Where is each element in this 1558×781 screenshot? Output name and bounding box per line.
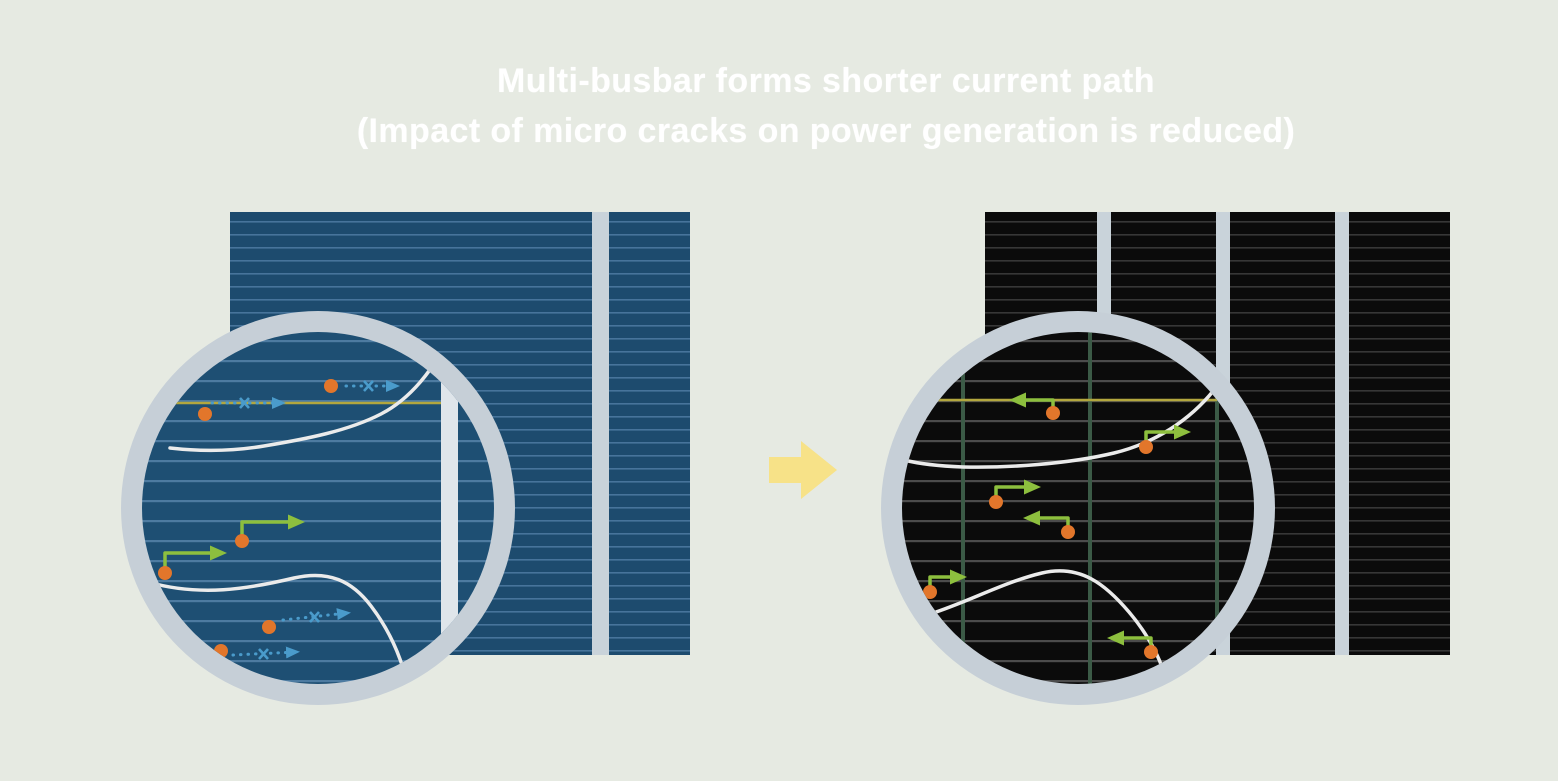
electron-dot bbox=[324, 379, 338, 393]
electron-dot bbox=[1061, 525, 1075, 539]
electron-dot bbox=[1046, 406, 1060, 420]
micro-crack-upper bbox=[168, 332, 455, 453]
blocked-current-path bbox=[198, 397, 286, 421]
blocked-x-mark bbox=[258, 648, 269, 660]
current-path-arrow bbox=[989, 479, 1041, 509]
transition-arrow-icon bbox=[769, 441, 837, 499]
electron-dot bbox=[158, 566, 172, 580]
blocked-x-mark bbox=[239, 397, 250, 409]
figure-title: Multi-busbar forms shorter current path … bbox=[357, 56, 1295, 156]
current-path-arrow bbox=[1009, 392, 1060, 420]
electron-dot bbox=[989, 495, 1003, 509]
electron-dot bbox=[262, 620, 276, 634]
current-path-arrow bbox=[235, 514, 305, 548]
blocked-current-path bbox=[324, 379, 400, 393]
blocked-x-mark bbox=[309, 611, 320, 623]
electron-dot bbox=[1139, 440, 1153, 454]
current-path-arrow bbox=[1107, 630, 1158, 659]
right-magnifier-lens bbox=[902, 332, 1254, 684]
blocked-x-mark bbox=[363, 380, 374, 392]
electron-dot bbox=[1144, 645, 1158, 659]
current-path-arrow bbox=[158, 545, 227, 580]
left-magnifier-content bbox=[146, 332, 458, 684]
electron-dot bbox=[923, 585, 937, 599]
magnified-busbar bbox=[441, 332, 458, 684]
figure-title-line1: Multi-busbar forms shorter current path bbox=[497, 62, 1155, 100]
left-magnifier bbox=[121, 311, 515, 705]
left-magnifier-lens bbox=[142, 332, 494, 684]
electron-dot bbox=[198, 407, 212, 421]
figure-title-line2: (Impact of micro cracks on power generat… bbox=[356, 112, 1296, 150]
right-magnifier-content bbox=[902, 332, 1219, 684]
right-magnifier bbox=[881, 311, 1275, 705]
blocked-current-path bbox=[262, 608, 351, 634]
electron-dot bbox=[235, 534, 249, 548]
current-path-arrow bbox=[923, 569, 967, 599]
micro-crack-lower bbox=[146, 573, 405, 670]
current-path-arrow bbox=[1023, 510, 1075, 539]
multi-busbar-stripe bbox=[1335, 212, 1349, 655]
conventional-busbar bbox=[592, 212, 609, 655]
current-path-arrow bbox=[1139, 424, 1191, 454]
